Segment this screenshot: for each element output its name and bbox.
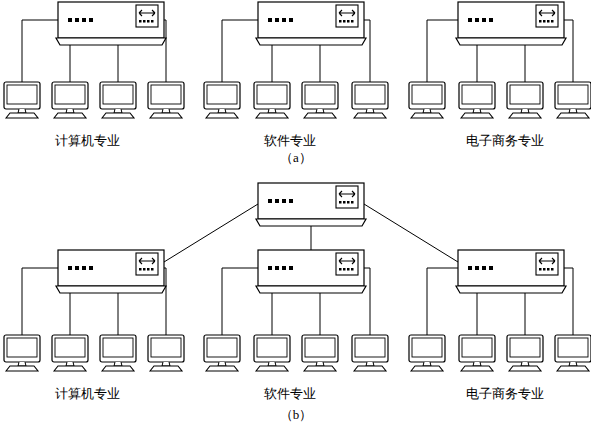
computer-symbol: [409, 82, 445, 118]
wire: [118, 45, 119, 82]
wire: [272, 293, 273, 335]
computer-symbol: [459, 335, 495, 371]
computer-symbol: [254, 335, 290, 371]
group-label: 计算机专业: [55, 132, 120, 150]
computer-symbol: [459, 82, 495, 118]
computer-symbol: [507, 82, 543, 118]
switch-symbol: [256, 183, 366, 226]
switch-symbol: [56, 250, 166, 293]
uplink-wire: [164, 204, 258, 262]
computer-symbol: [204, 82, 240, 118]
computer-symbol: [302, 335, 338, 371]
switch-symbol: [456, 2, 566, 45]
wire: [564, 268, 573, 335]
computer-symbol: [100, 82, 136, 118]
wire: [70, 293, 71, 335]
wire: [222, 20, 258, 82]
wire: [477, 45, 478, 82]
computer-symbol: [52, 82, 88, 118]
group-label: 软件专业: [264, 132, 316, 150]
switches: [56, 2, 566, 293]
computer-symbol: [52, 335, 88, 371]
computers: [4, 82, 591, 371]
group-label: 电子商务专业: [466, 132, 544, 150]
subfigure-label: （a）: [280, 149, 312, 167]
group-label: 电子商务专业: [466, 385, 544, 403]
computer-symbol: [148, 335, 184, 371]
wire: [364, 20, 370, 82]
switch-symbol: [56, 2, 166, 45]
switch-symbol: [456, 250, 566, 293]
uplink-wire: [364, 204, 458, 262]
subfigure-label: （b）: [280, 406, 313, 424]
computer-symbol: [302, 82, 338, 118]
computer-symbol: [4, 82, 40, 118]
wire: [525, 45, 526, 82]
wire: [118, 293, 119, 335]
wire: [364, 268, 370, 335]
wire: [525, 293, 526, 335]
computer-symbol: [352, 335, 388, 371]
network-wires: [22, 20, 573, 335]
wire: [564, 20, 573, 82]
group-label: 软件专业: [264, 385, 316, 403]
switch-symbol: [256, 2, 366, 45]
wire: [477, 293, 478, 335]
wire: [320, 45, 321, 82]
computer-symbol: [555, 82, 591, 118]
switch-symbol: [256, 250, 366, 293]
computer-symbol: [254, 82, 290, 118]
wire: [272, 45, 273, 82]
computer-symbol: [148, 82, 184, 118]
computer-symbol: [204, 335, 240, 371]
group-label: 计算机专业: [55, 385, 120, 403]
computer-symbol: [555, 335, 591, 371]
wire: [222, 268, 258, 335]
wire: [22, 20, 58, 82]
computer-symbol: [507, 335, 543, 371]
wire: [427, 268, 458, 335]
computer-symbol: [352, 82, 388, 118]
uplink-wire: [311, 226, 312, 250]
computer-symbol: [100, 335, 136, 371]
wire: [22, 268, 58, 335]
wire: [427, 20, 458, 82]
computer-symbol: [409, 335, 445, 371]
computer-symbol: [4, 335, 40, 371]
wire: [70, 45, 71, 82]
wire: [320, 293, 321, 335]
